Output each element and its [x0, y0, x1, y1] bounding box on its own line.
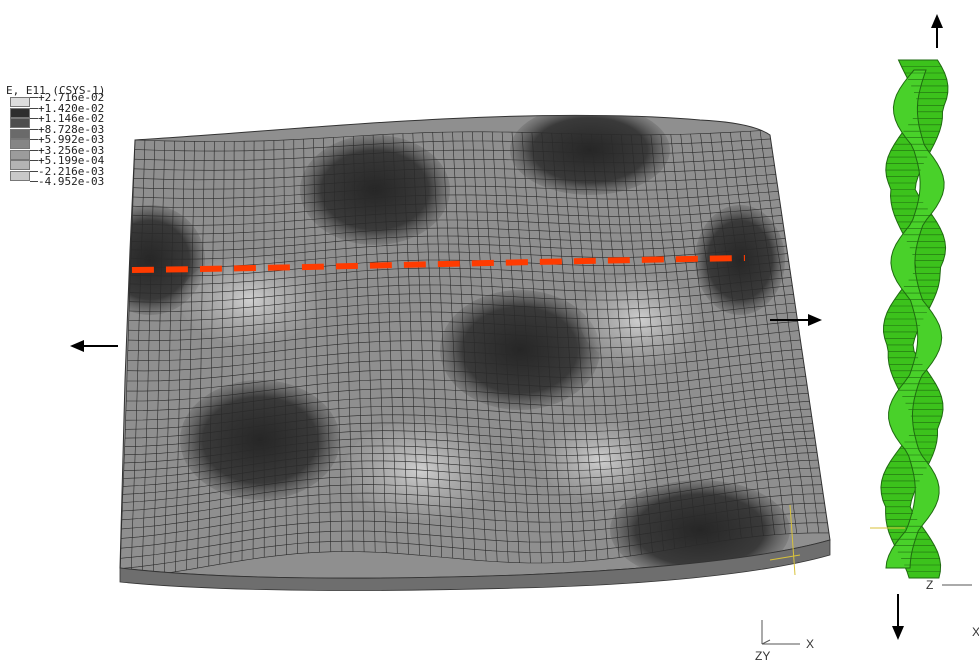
axis-label-x-side: X: [972, 625, 979, 639]
view-triad-side: Z X: [926, 578, 979, 639]
legend-color-band: [10, 97, 30, 107]
legend-tick: [30, 150, 38, 151]
legend-tick: [30, 118, 38, 119]
legend-tick: [30, 97, 38, 98]
legend-tick: [30, 181, 38, 182]
deformed-plate: [95, 105, 830, 590]
legend-color-band: [10, 108, 30, 118]
arrow-down-icon: [892, 594, 904, 640]
arrow-left-icon: [70, 340, 118, 352]
view-triad-main: X ZY: [755, 620, 814, 663]
axis-label-x: X: [806, 637, 814, 651]
legend-color-band: [10, 171, 30, 181]
legend-color-band: [10, 150, 30, 160]
axis-label-z: Z: [926, 578, 933, 592]
legend-tick: [30, 108, 38, 109]
legend-color-band: [10, 139, 30, 149]
legend-color-band: [10, 129, 30, 139]
side-view-fabric: [870, 60, 948, 578]
legend-label: -4.952e-03: [38, 176, 104, 187]
axis-label-zy: ZY: [755, 649, 770, 663]
contour-light: [540, 420, 660, 500]
legend-color-band: [10, 160, 30, 170]
legend-tick: [30, 171, 38, 172]
arrow-up-icon: [931, 14, 943, 48]
contour-dark: [180, 380, 340, 500]
legend-tick: [30, 129, 38, 130]
legend-tick: [30, 160, 38, 161]
legend-tick: [30, 139, 38, 140]
legend-color-band: [10, 118, 30, 128]
